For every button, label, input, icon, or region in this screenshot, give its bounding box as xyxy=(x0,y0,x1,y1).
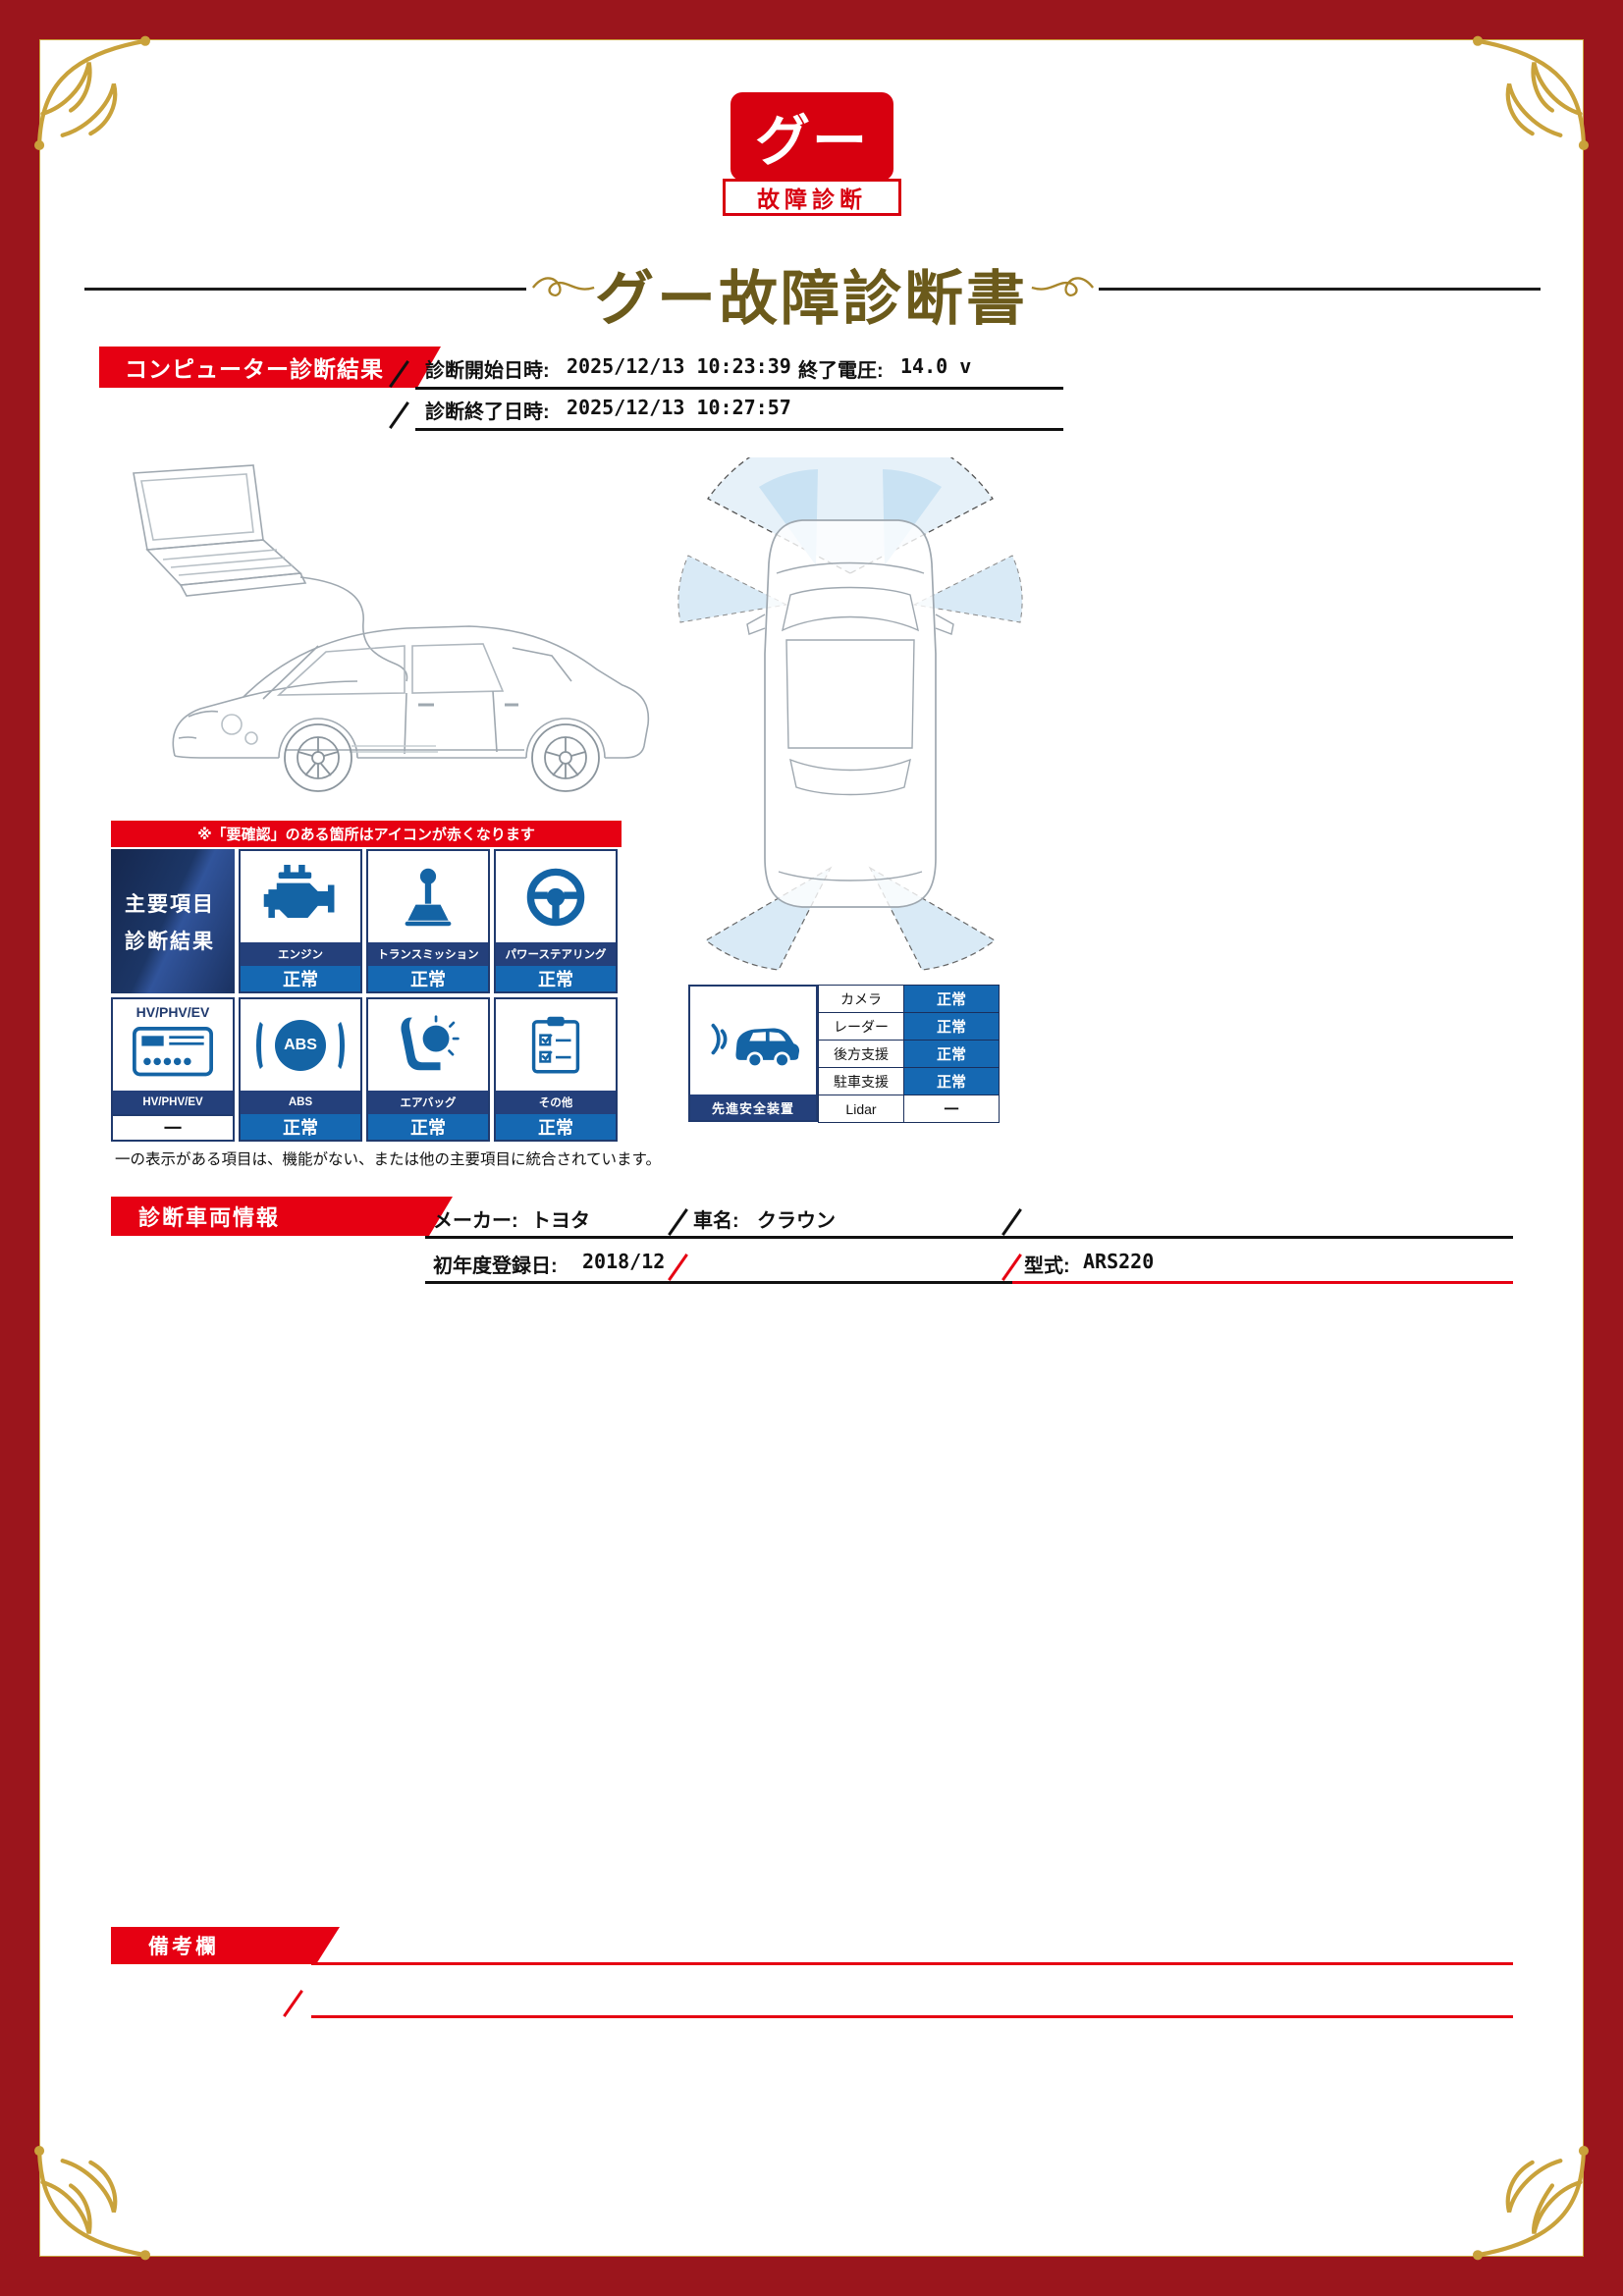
diagnosis-item-status: 正常 xyxy=(241,1114,360,1140)
diagnosis-item-status: 正常 xyxy=(496,966,616,991)
diag-end-value: 2025/12/13 10:27:57 xyxy=(567,396,791,419)
section-banner-computer-diagnosis: コンピューター診断結果 xyxy=(99,347,441,388)
hv-battery-panel-icon xyxy=(113,1013,233,1091)
safety-row-name: 駐車支援 xyxy=(819,1068,903,1095)
diagnosis-item-label: HV/PHV/EV xyxy=(113,1091,233,1114)
first-registration-value: 2018/12 xyxy=(582,1250,666,1273)
corner-ornament-icon xyxy=(34,2146,150,2261)
abs-arc-right xyxy=(329,1017,345,1073)
corner-ornament-icon xyxy=(34,35,150,150)
steering-wheel-icon xyxy=(496,851,616,942)
car-side-illustration xyxy=(133,464,650,792)
diagnosis-item-airbag: エアバッグ 正常 xyxy=(366,997,490,1142)
diag-slash-2 xyxy=(389,401,409,429)
diagnosis-item-label: パワーステアリング xyxy=(496,942,616,966)
grid-header-line1: 主要項目 xyxy=(125,892,215,916)
safety-row-name: レーダー xyxy=(819,1013,903,1040)
maker-value: トヨタ xyxy=(531,1210,590,1232)
diagnosis-item-label: その他 xyxy=(496,1091,616,1114)
abs-text: ABS xyxy=(275,1019,326,1071)
goo-logo-subtitle: 故障診断 xyxy=(723,179,901,216)
title-rule-left xyxy=(84,288,526,291)
diag-voltage-label: 終了電圧: xyxy=(798,360,884,382)
vehicle-rule-2 xyxy=(425,1281,1012,1284)
diagnosis-item-status: 正常 xyxy=(496,1114,616,1140)
section-title: 備考欄 xyxy=(148,1936,219,1958)
diag-start-value: 2025/12/13 10:23:39 xyxy=(567,354,791,378)
checklist-icon xyxy=(496,999,616,1091)
safety-device-box: 先進安全装置 xyxy=(688,985,818,1122)
transmission-icon xyxy=(368,851,488,942)
goo-logo: グー xyxy=(730,92,893,181)
model-code-value: ARS220 xyxy=(1083,1250,1155,1273)
remarks-rule-1 xyxy=(311,1962,1513,1965)
diagnosis-item-power-steering: パワーステアリング 正常 xyxy=(494,849,618,993)
flourish-right-icon xyxy=(1031,277,1095,296)
model-code-label: 型式: xyxy=(1024,1255,1070,1277)
vehicle-rule-2-red xyxy=(1012,1281,1513,1284)
diagnosis-item-label: ABS xyxy=(241,1091,360,1114)
corner-ornament-icon xyxy=(1473,2146,1589,2261)
engine-icon xyxy=(241,851,360,942)
flourish-left-icon xyxy=(531,277,595,296)
diagnosis-item-label: トランスミッション xyxy=(368,942,488,966)
diag-rule-1 xyxy=(415,387,1063,390)
vehicle-slash xyxy=(668,1208,688,1236)
safety-row-status: 正常 xyxy=(904,1041,999,1067)
page-title: グー故障診断書 xyxy=(595,266,1028,332)
safety-row-status: 正常 xyxy=(904,1068,999,1095)
grid-header-line2: 診断結果 xyxy=(125,930,215,953)
diagnosis-item-status: 正常 xyxy=(368,1114,488,1140)
safety-row-name: カメラ xyxy=(819,986,903,1012)
maker-label: メーカー: xyxy=(433,1210,518,1232)
section-title: コンピューター診断結果 xyxy=(125,356,384,382)
grid-footnote: 一の表示がある項目は、機能がない、または他の主要項目に統合されています。 xyxy=(115,1151,661,1168)
report-page: グー 故障診断 グー故障診断書 コンピューター診断結果 診断開始日時: 2025… xyxy=(34,35,1589,2261)
notice-strip: ※「要確認」のある箇所はアイコンが赤くなります xyxy=(111,821,622,847)
safety-row-name: Lidar xyxy=(819,1095,903,1122)
diagnosis-item-label: エンジン xyxy=(241,942,360,966)
diagnosis-item-label: エアバッグ xyxy=(368,1091,488,1114)
diagnosis-item-abs: ABS ABS 正常 xyxy=(239,997,362,1142)
safety-row-status: 正常 xyxy=(904,986,999,1012)
diag-start-label: 診断開始日時: xyxy=(425,360,550,382)
first-registration-label: 初年度登録日: xyxy=(433,1255,558,1277)
abs-arc-left xyxy=(256,1017,272,1073)
safety-row-status: 正常 xyxy=(904,1013,999,1040)
hv-top-label: HV/PHV/EV xyxy=(135,1004,210,1020)
diagnosis-item-other: その他 正常 xyxy=(494,997,618,1142)
diagnosis-item-status: 正常 xyxy=(368,966,488,991)
vehicle-slash-red xyxy=(1001,1254,1022,1281)
diag-rule-2 xyxy=(415,428,1063,431)
title-rule-right xyxy=(1099,288,1541,291)
car-sensor-icon xyxy=(690,987,816,1095)
car-name-label: 車名: xyxy=(693,1210,739,1232)
safety-row-status: 一 xyxy=(904,1095,999,1122)
vehicle-slash xyxy=(1001,1208,1022,1236)
vehicle-rule-1 xyxy=(425,1236,1513,1239)
diagnosis-item-transmission: トランスミッション 正常 xyxy=(366,849,490,993)
section-banner-vehicle-info: 診断車両情報 xyxy=(111,1197,453,1236)
section-title: 診断車両情報 xyxy=(138,1205,281,1230)
safety-device-table: カメラ 正常 レーダー 正常 後方支援 正常 駐車支援 正常 Lidar 一 xyxy=(818,985,1000,1123)
goo-logo-text: グー xyxy=(755,109,869,172)
diagnosis-item-status: 正常 xyxy=(241,966,360,991)
corner-ornament-icon xyxy=(1473,35,1589,150)
vehicle-slash-red xyxy=(668,1254,688,1281)
diagnosis-item-hv-phv-ev: HV/PHV/EV HV/PHV/EV 一 xyxy=(111,997,235,1142)
diag-voltage-value: 14.0 v xyxy=(900,354,972,378)
safety-device-label: 先進安全装置 xyxy=(690,1095,816,1120)
diag-end-label: 診断終了日時: xyxy=(425,401,550,423)
car-name-value: クラウン xyxy=(757,1210,836,1232)
remarks-rule-2 xyxy=(311,2015,1513,2018)
remarks-slash xyxy=(283,1990,303,2017)
safety-row-name: 後方支援 xyxy=(819,1041,903,1067)
airbag-icon xyxy=(368,999,488,1091)
section-banner-remarks: 備考欄 xyxy=(111,1927,340,1964)
diagnosis-item-status: 一 xyxy=(113,1114,233,1140)
diagnosis-item-engine: エンジン 正常 xyxy=(239,849,362,993)
grid-header: 主要項目 診断結果 xyxy=(111,849,235,993)
car-top-view-illustration xyxy=(677,457,1023,971)
abs-icon: ABS xyxy=(241,999,360,1091)
